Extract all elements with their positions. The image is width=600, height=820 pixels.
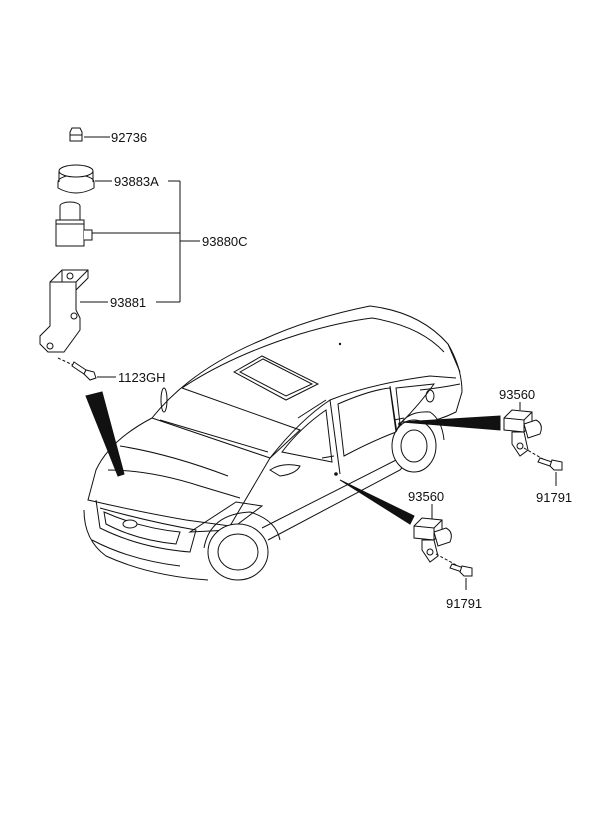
label-92736: 92736 <box>111 130 147 145</box>
label-93880C: 93880C <box>202 234 248 249</box>
cap-92736-part <box>69 127 83 142</box>
label-93560-rear: 93560 <box>499 387 535 402</box>
screw-1123GH-part <box>57 357 97 381</box>
screw-91791-front-part <box>435 553 473 577</box>
label-93560-front: 93560 <box>408 489 444 504</box>
pointer-rear-door-arrow <box>401 415 501 431</box>
door-sensor-front-part <box>413 517 452 563</box>
ring-93883A-part <box>57 164 95 194</box>
label-91791-rear: 91791 <box>536 490 572 505</box>
pointer-hood-arrow <box>85 391 125 477</box>
screw-91791-rear-part <box>523 447 563 471</box>
group-bracket-93880C <box>156 180 200 303</box>
pointer-front-door-arrow <box>339 479 415 525</box>
label-1123GH: 1123GH <box>118 370 165 385</box>
label-93881: 93881 <box>110 295 146 310</box>
switch-body-part <box>55 201 93 247</box>
door-sensor-rear-part <box>503 409 542 457</box>
car-illustration <box>83 305 463 581</box>
bracket-93881-part <box>39 269 89 353</box>
label-93883A: 93883A <box>114 174 159 189</box>
label-91791-front: 91791 <box>446 596 482 611</box>
